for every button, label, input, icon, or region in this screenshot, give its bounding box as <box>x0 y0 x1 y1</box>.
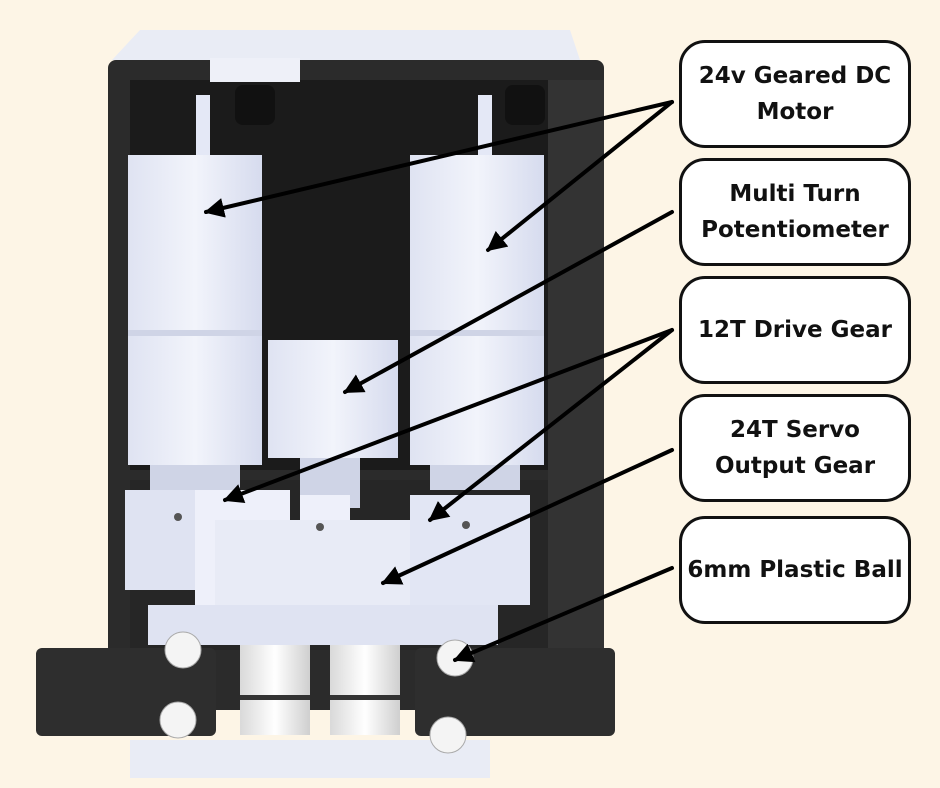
leader-motor-right <box>486 100 674 252</box>
label-potentiometer: Multi Turn Potentiometer <box>679 158 911 266</box>
label-motor: 24v Geared DC Motor <box>679 40 911 148</box>
gear-train <box>125 490 530 645</box>
leader-motor-left <box>204 100 674 218</box>
label-servo-gear-line-1: 24T Servo <box>729 417 860 443</box>
label-motor-line-1: 24v Geared DC <box>698 63 892 89</box>
back-plate <box>112 30 580 778</box>
label-ball: 6mm Plastic Ball <box>679 516 911 624</box>
motor-right <box>410 95 544 490</box>
plastic-balls <box>159 631 474 754</box>
label-motor-line-2: Motor <box>756 99 834 125</box>
output-rollers <box>240 645 400 735</box>
label-servo-gear-line-2: Output Gear <box>714 453 876 479</box>
label-drive-gear: 12T Drive Gear <box>679 276 911 384</box>
leader-ball <box>453 566 674 663</box>
leader-potentiometer <box>343 210 674 394</box>
label-servo-gear: 24T Servo Output Gear <box>679 394 911 502</box>
label-ball-line-1: 6mm Plastic Ball <box>687 557 903 583</box>
label-potentiometer-line-2: Potentiometer <box>701 217 889 243</box>
label-drive-gear-line-1: 12T Drive Gear <box>698 317 892 343</box>
leader-servo-gear <box>381 448 674 585</box>
label-potentiometer-line-1: Multi Turn <box>729 181 861 207</box>
leader-drive-gear-right <box>428 328 674 522</box>
leader-drive-gear-left <box>223 328 674 503</box>
motor-left <box>128 95 262 490</box>
